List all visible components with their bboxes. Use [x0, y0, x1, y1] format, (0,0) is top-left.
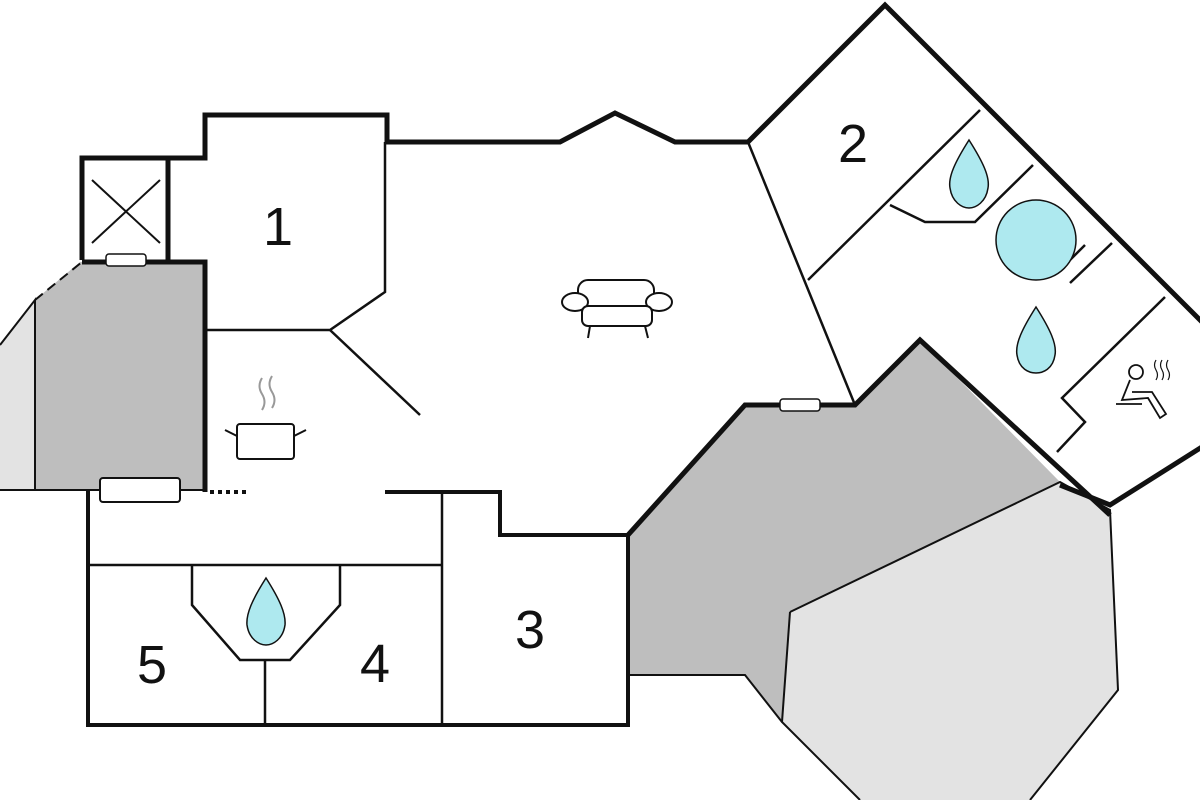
- terrace-right-light: [782, 482, 1118, 800]
- room-label-1: 1: [263, 197, 294, 257]
- wing-wall: [1059, 445, 1200, 508]
- terrace-left-light: [0, 300, 35, 490]
- outer-wall-bottom: [86, 490, 630, 727]
- left-terrace-dash: [34, 261, 83, 301]
- cooking-pot-icon: [224, 375, 307, 460]
- water-drop-icon: [948, 138, 990, 209]
- room-label-2: 2: [838, 114, 869, 174]
- room-2-wall: [746, 141, 857, 406]
- terrace-left-dark: [35, 262, 205, 490]
- sauna-icon: [1116, 359, 1171, 420]
- window-icon: [105, 253, 147, 267]
- outer-wall-top: [79, 1, 1200, 324]
- window-icon: [779, 398, 821, 412]
- room-2-inner-wall: [807, 109, 981, 281]
- water-drop-icon: [1015, 305, 1057, 374]
- whirlpool-icon: [995, 199, 1077, 281]
- terrace-edge: [628, 674, 783, 723]
- room-label-4: 4: [360, 634, 391, 694]
- window-icon: [99, 477, 181, 503]
- room-label-5: 5: [137, 635, 168, 695]
- sofa-icon: [561, 279, 673, 339]
- octagon-outline: [789, 480, 1120, 800]
- room-1-wall: [207, 142, 387, 332]
- whirlpool-side: [1069, 242, 1113, 284]
- sauna-wall: [1056, 296, 1166, 453]
- kitchen-divider: [329, 329, 421, 416]
- left-terrace-edge: [0, 297, 205, 491]
- water-drop-icon: [246, 576, 286, 646]
- room-label-3: 3: [515, 600, 546, 660]
- bath-2-wall: [889, 164, 1034, 224]
- terrace-right-dark: [628, 340, 1060, 722]
- elevator-shaft-icon: [91, 179, 161, 244]
